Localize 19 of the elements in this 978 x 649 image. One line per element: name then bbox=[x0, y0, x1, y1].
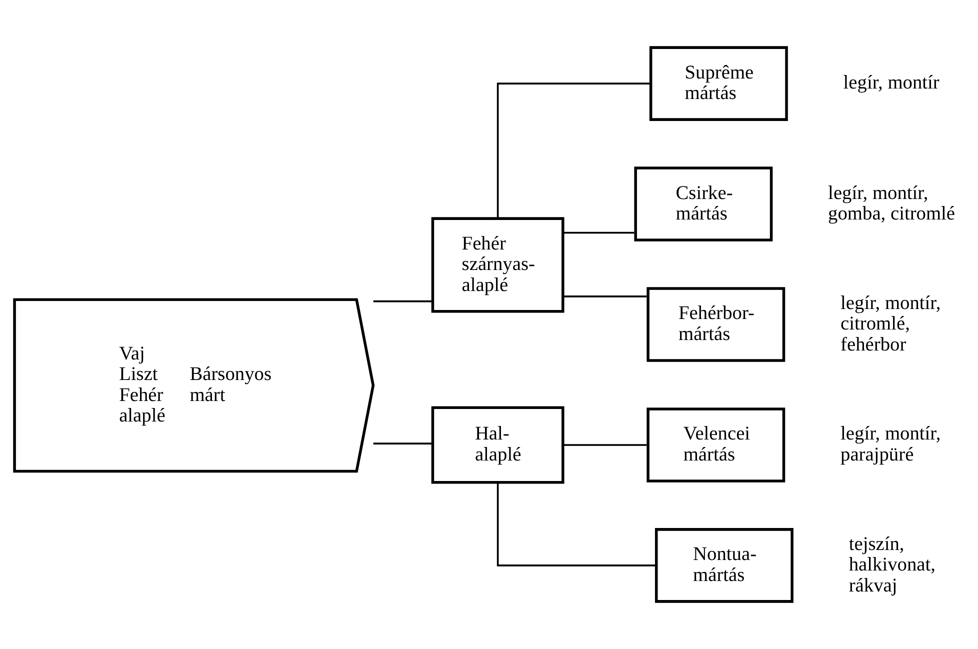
connector bbox=[496, 82, 649, 218]
connector bbox=[496, 482, 654, 566]
node-box: Csirke- mártás bbox=[634, 166, 772, 242]
connector bbox=[562, 444, 646, 446]
node-label: tejszín, halkivonat, rákvaj bbox=[848, 534, 935, 596]
connector bbox=[372, 300, 432, 302]
connector bbox=[562, 296, 646, 298]
connector bbox=[372, 442, 432, 444]
node-label: legír, montír, citromlé, fehérbor bbox=[840, 292, 940, 356]
node-label: legír, montír bbox=[842, 72, 939, 94]
node-box: Fehérbor- mártás bbox=[646, 287, 785, 362]
node-box: Hal- alaplé bbox=[430, 406, 564, 484]
node-box: Velencei mártás bbox=[646, 408, 785, 482]
node-label: legír, montír, parajpüré bbox=[840, 424, 940, 466]
connector bbox=[562, 232, 634, 234]
node-box: Suprême mártás bbox=[648, 46, 788, 121]
node-label: legír, montír, gomba, citromlé bbox=[828, 182, 955, 225]
node-box: Fehér szárnyas- alaplé bbox=[430, 217, 564, 313]
node-box: Nontua- mártás bbox=[654, 528, 793, 603]
